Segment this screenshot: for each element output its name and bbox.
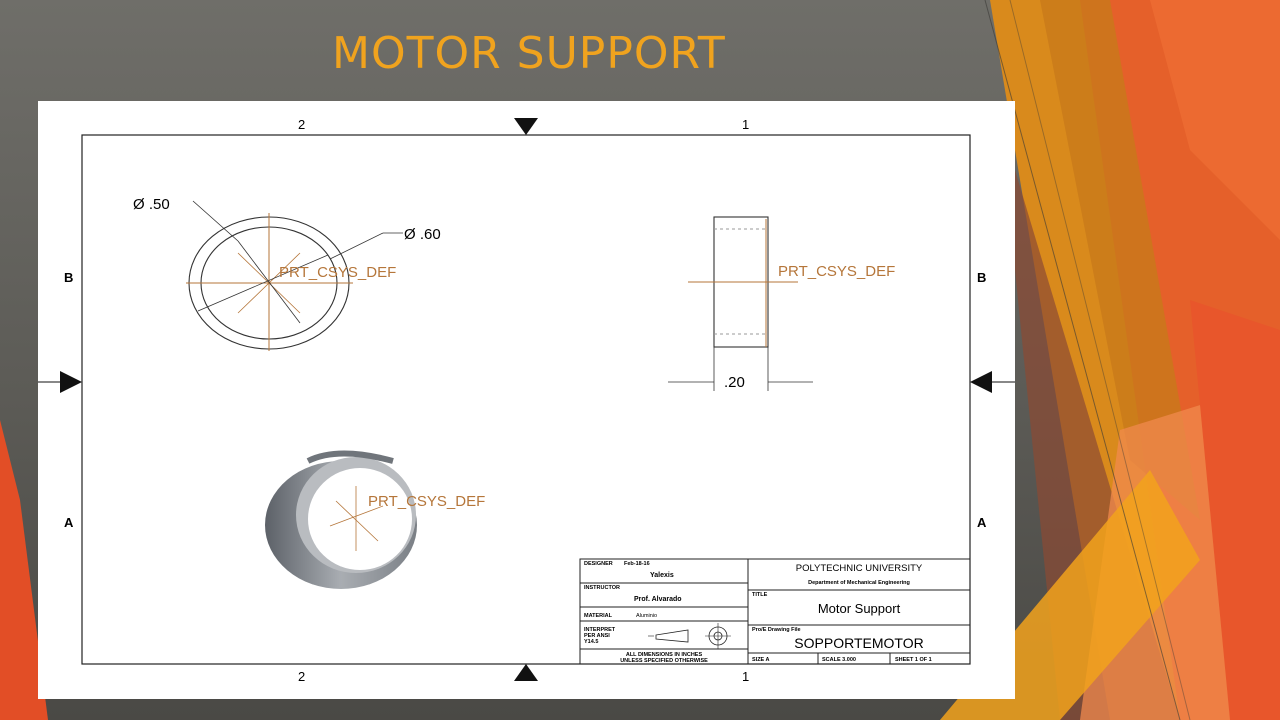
left-center-arrow [60,371,82,393]
tb-interpret-3: Y14.5 [584,639,598,645]
isometric-view: PRT_CSYS_DEF [265,450,485,589]
tb-designer-label: DESIGNER [584,561,613,567]
tb-designer-date: Feb-18-16 [624,561,650,567]
tb-dims-1: ALL DIMENSIONS IN INCHES [626,652,703,658]
tb-file-value: SOPPORTEMOTOR [794,635,923,651]
tb-material-label: MATERIAL [584,613,613,619]
tb-interpret-1: INTERPRET [584,627,616,633]
engineering-drawing: 2 1 2 1 B A B A Ø .50 Ø .60 PRT_CSYS_DEF [38,117,1015,684]
tb-size: SIZE A [752,657,770,663]
tb-material-value: Aluminio [636,613,657,619]
zone-bottom-right: 1 [742,669,749,684]
zone-top-right: 1 [742,117,749,132]
csys-label-iso: PRT_CSYS_DEF [368,493,485,510]
drawing-sheet: 2 1 2 1 B A B A Ø .50 Ø .60 PRT_CSYS_DEF [38,101,1015,699]
dim-width: .20 [724,374,745,391]
tb-dims-2: UNLESS SPECIFIED OTHERWISE [620,658,708,664]
csys-label-front: PRT_CSYS_DEF [279,264,396,281]
top-center-arrow [514,118,538,135]
projection-symbol-icon [648,623,731,649]
zone-top-left: 2 [298,117,305,132]
tb-interpret-2: PER ANSI [584,633,610,639]
zone-right-a: A [977,515,987,530]
tb-instructor-label: INSTRUCTOR [584,585,620,591]
right-center-arrow [970,371,992,393]
tb-department: Department of Mechanical Engineering [808,580,910,586]
tb-university: POLYTECHNIC UNIVERSITY [796,563,923,574]
tb-scale: SCALE 3.000 [822,657,856,663]
zone-left-b: B [64,270,73,285]
slide-title: MOTOR SUPPORT [332,28,726,79]
front-view: Ø .50 Ø .60 PRT_CSYS_DEF [133,196,441,351]
tb-sheet: SHEET 1 OF 1 [895,657,932,663]
side-view: .20 PRT_CSYS_DEF [668,216,895,391]
title-block: DESIGNER Feb-18-16 Yalexis INSTRUCTOR Pr… [579,558,971,665]
tb-title-value: Motor Support [818,601,901,616]
dim-outer-diameter: Ø .60 [404,226,441,243]
tb-designer-name: Yalexis [650,572,674,579]
tb-instructor-name: Prof. Alvarado [634,596,682,603]
zone-left-a: A [64,515,74,530]
tb-title-label: TITLE [752,592,768,598]
tb-file-label: Pro/E Drawing File [752,627,801,633]
csys-label-side: PRT_CSYS_DEF [778,263,895,280]
dim-inner-diameter: Ø .50 [133,196,170,213]
zone-right-b: B [977,270,986,285]
zone-bottom-left: 2 [298,669,305,684]
bottom-center-arrow [514,664,538,681]
